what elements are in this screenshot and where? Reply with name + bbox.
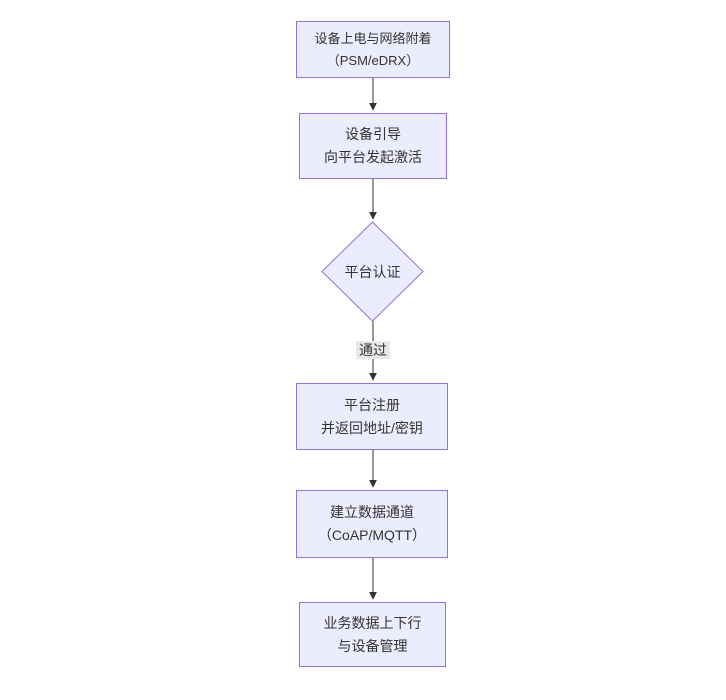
node-text-line: 设备上电与网络附着	[314, 31, 432, 47]
decision-diamond-shape	[321, 221, 424, 322]
node-business-data-device-mgmt: 业务数据上下行 与设备管理	[299, 602, 446, 667]
node-text-line: 业务数据上下行	[323, 614, 422, 631]
node-text-line: 建立数据通道	[330, 504, 414, 521]
node-text-line: （PSM/eDRX）	[326, 52, 420, 68]
node-text-line: 与设备管理	[337, 637, 408, 654]
node-power-on-network-attach: 设备上电与网络附着 （PSM/eDRX）	[296, 21, 450, 78]
node-text-line: （CoAP/MQTT）	[317, 527, 427, 543]
node-text-line: 设备引导	[345, 126, 401, 143]
node-text-line: 平台注册	[344, 396, 400, 413]
node-text-line: 向平台发起激活	[324, 149, 422, 165]
node-platform-register: 平台注册 并返回地址/密钥	[296, 383, 448, 450]
node-data-channel: 建立数据通道 （CoAP/MQTT）	[296, 490, 448, 558]
node-device-bootstrap-activate: 设备引导 向平台发起激活	[299, 113, 447, 179]
node-text-line: 并返回地址/密钥	[321, 419, 423, 436]
edge-label-pass: 通过	[356, 341, 390, 360]
